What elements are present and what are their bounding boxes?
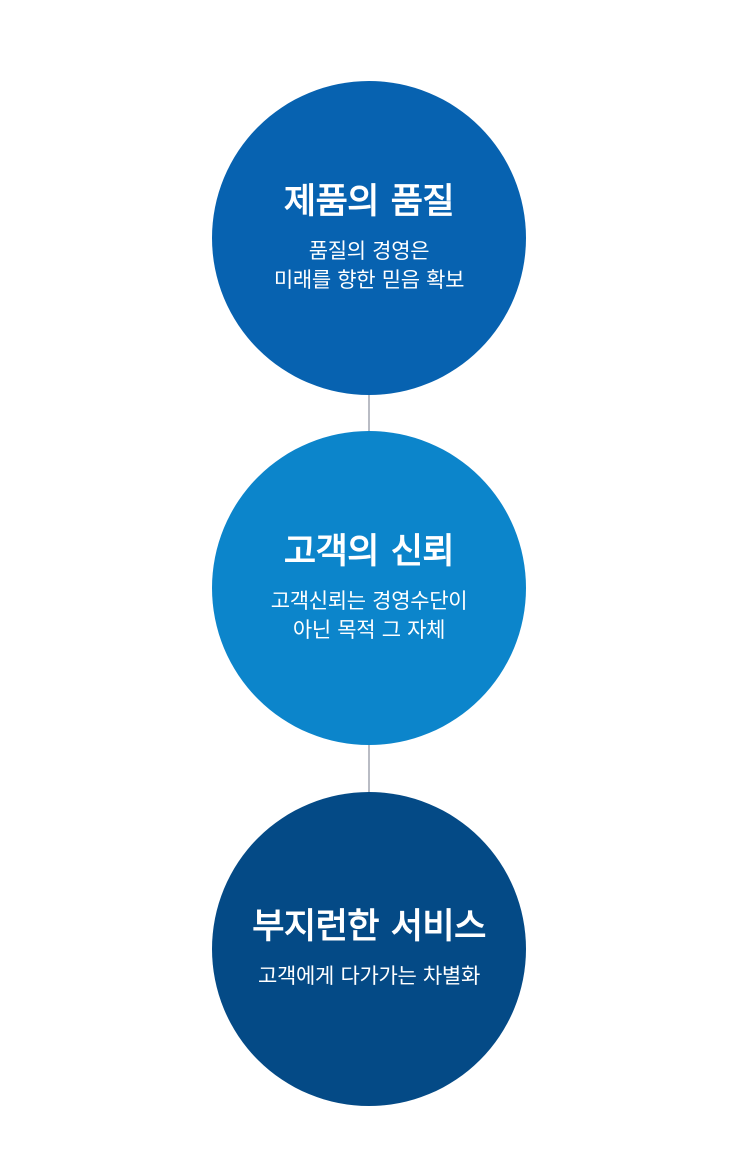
node-description-line: 고객에게 다가가는 차별화 — [258, 964, 480, 989]
node-title: 고객의 신뢰 — [283, 531, 455, 572]
node-description-line: 아닌 목적 그 자체 — [292, 618, 446, 642]
node-description-line: 품질의 경영은 — [308, 238, 430, 263]
connector-line-1 — [368, 395, 370, 431]
node-title: 제품의 품질 — [283, 181, 455, 222]
node-description: 품질의 경영은 미래를 향한 믿음 확보 — [273, 237, 465, 296]
node-description-line: 고객신뢰는 경영수단이 — [270, 588, 468, 613]
node-product-quality: 제품의 품질 품질의 경영은 미래를 향한 믿음 확보 — [212, 81, 526, 395]
node-customer-trust: 고객의 신뢰 고객신뢰는 경영수단이 아닌 목적 그 자체 — [212, 431, 526, 745]
node-description: 고객에게 다가가는 차별화 — [258, 962, 480, 991]
connector-line-2 — [368, 745, 370, 792]
node-title: 부지런한 서비스 — [252, 907, 486, 948]
node-diligent-service: 부지런한 서비스 고객에게 다가가는 차별화 — [212, 792, 526, 1106]
node-description-line: 미래를 향한 믿음 확보 — [273, 268, 465, 292]
node-description: 고객신뢰는 경영수단이 아닌 목적 그 자체 — [271, 587, 468, 646]
